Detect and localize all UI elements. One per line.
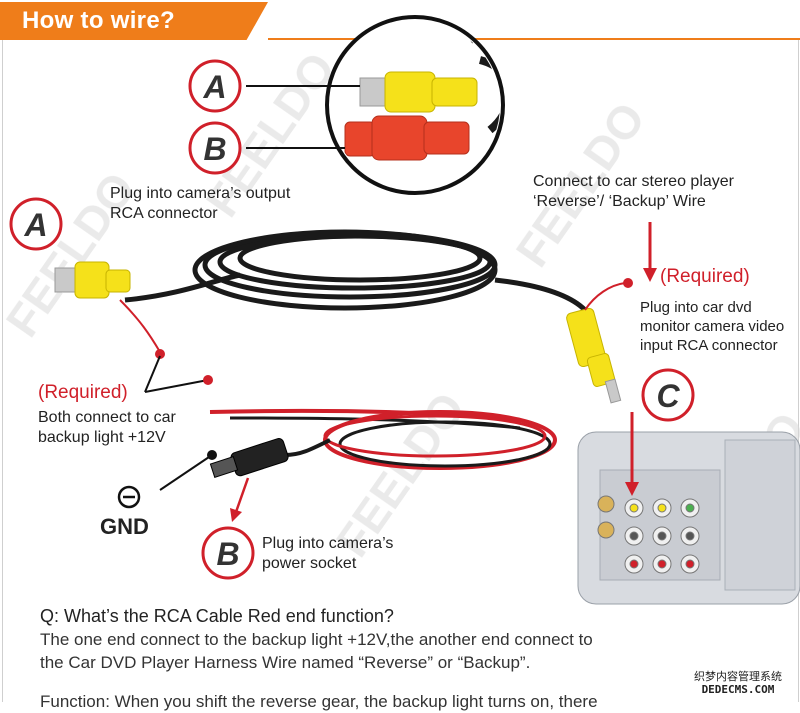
label-power-socket: Plug into camera’s power socket [262,534,393,574]
badge-a-left: A [9,197,63,251]
dc-power-plug [209,438,289,478]
label-dvd-line2: monitor camera video [640,318,785,335]
badge-c: C [641,368,695,422]
svg-text:A: A [23,207,47,243]
site-watermark-line1: 织梦内容管理系统 [694,670,782,683]
label-backup-line1: Both connect to car [38,409,176,426]
qa-question: Q: What’s the RCA Cable Red end function… [40,606,394,626]
label-stereo-line1: Connect to car stereo player [533,173,734,190]
label-gnd: GND [100,514,149,539]
header: How to wire? [0,0,800,44]
badge-b-top: B [188,121,242,175]
label-camera-output: Plug into camera’s output RCA connector [110,184,290,224]
svg-text:A: A [202,69,226,105]
badge-a-top: A [188,59,242,113]
label-dvd-input: Plug into car dvd monitor camera video i… [640,298,784,355]
qa-answer: The one end connect to the backup light … [40,628,760,713]
header-rule [268,38,800,40]
qa-answer-line2: the Car DVD Player Harness Wire named “R… [40,653,531,672]
label-camera-output-line1: Plug into camera’s output [110,185,291,202]
svg-text:B: B [216,536,239,572]
svg-text:C: C [656,378,680,414]
label-required-right: (Required) [660,266,750,287]
label-required-left: (Required) [38,382,128,403]
badge-b-bottom: B [201,526,255,580]
label-power-line2: power socket [262,555,357,572]
diagram-frame [2,40,799,702]
qa-answer-line3: Function: When you shift the reverse gea… [40,692,598,711]
connector-closeup [325,15,505,195]
video-cable [124,229,587,312]
qa-answer-line1: The one end connect to the backup light … [40,630,593,649]
site-watermark: 织梦内容管理系统 DEDECMS.COM [692,670,784,696]
qa-spacer [40,674,760,690]
page-title: How to wire? [22,7,175,34]
label-backup-light: Both connect to car backup light +12V [38,408,176,448]
power-cable [209,408,557,470]
svg-text:B: B [203,131,226,167]
label-backup-line2: backup light +12V [38,429,166,446]
label-dvd-line3: input RCA connector [640,337,778,354]
label-dvd-line1: Plug into car dvd [640,299,752,316]
label-stereo-line2: ‘Reverse’/ ‘Backup’ Wire [533,193,706,210]
site-watermark-line2: DEDECMS.COM [701,683,775,696]
rca-connector-c [566,307,622,404]
label-power-line1: Plug into camera’s [262,535,394,552]
rca-connector-a [54,261,131,299]
label-stereo: Connect to car stereo player ‘Reverse’/ … [533,172,734,212]
label-camera-output-line2: RCA connector [110,205,218,222]
header-bar [0,2,268,40]
dvd-rear-panel [577,431,800,605]
